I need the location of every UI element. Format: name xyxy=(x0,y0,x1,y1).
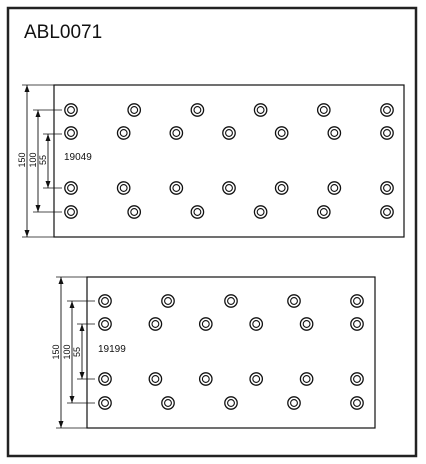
arrow-head xyxy=(24,85,30,92)
rivet-hole xyxy=(98,317,112,331)
rivet-hole xyxy=(148,317,163,331)
rivet-hole xyxy=(327,181,342,195)
rivet-hole xyxy=(64,181,78,195)
arrow-head xyxy=(35,205,41,212)
arrow-head xyxy=(69,396,75,403)
dimension-label-55: 55 xyxy=(38,155,48,165)
rivet-hole xyxy=(350,317,364,331)
rivet-hole xyxy=(253,205,268,219)
rivet-hole xyxy=(287,396,301,410)
arrow-head xyxy=(45,134,51,141)
rivet-hole xyxy=(64,126,78,140)
rivet-hole xyxy=(116,126,131,140)
rivet-hole xyxy=(299,372,314,386)
dimension-label-150: 150 xyxy=(51,344,61,359)
part-number-label: 19199 xyxy=(98,344,126,355)
rivet-hole xyxy=(116,181,131,195)
rivet-hole xyxy=(287,294,301,308)
brake-lining-plate-19049: 150 100 55 19049 xyxy=(17,84,405,238)
arrow-head xyxy=(45,181,51,188)
rivet-hole xyxy=(161,294,175,308)
rivet-hole xyxy=(299,317,314,331)
arrow-head xyxy=(69,301,75,308)
rivet-hole xyxy=(169,126,184,140)
rivet-hole xyxy=(161,396,175,410)
rivet-hole xyxy=(64,205,78,219)
rivet-hole xyxy=(350,372,364,386)
arrow-head xyxy=(24,230,30,237)
brake-lining-plate-19199: 150 100 55 19199 xyxy=(51,276,376,429)
rivet-hole xyxy=(253,103,268,117)
dimension-lines: 150 100 55 xyxy=(51,276,95,429)
arrow-head xyxy=(79,372,85,379)
dimension-label-100: 100 xyxy=(28,152,38,167)
rivet-hole xyxy=(127,205,142,219)
rivet-hole xyxy=(190,205,205,219)
arrow-head xyxy=(79,324,85,331)
arrow-head xyxy=(58,421,64,428)
rivet-hole xyxy=(380,126,394,140)
rivet-hole xyxy=(98,396,112,410)
dimension-label-100: 100 xyxy=(62,344,72,359)
rivet-hole xyxy=(249,317,264,331)
dimension-lines: 150 100 55 xyxy=(17,84,62,238)
rivet-hole xyxy=(190,103,205,117)
plate-outline xyxy=(53,84,405,238)
rivet-hole xyxy=(249,372,264,386)
rivet-hole xyxy=(350,294,364,308)
rivet-hole xyxy=(127,103,142,117)
part-number-label: 19049 xyxy=(64,152,92,163)
rivet-hole xyxy=(198,372,213,386)
rivet-hole xyxy=(222,126,236,140)
rivet-hole xyxy=(380,205,394,219)
rivet-hole xyxy=(274,126,289,140)
arrow-head xyxy=(35,110,41,117)
rivet-holes xyxy=(98,294,364,410)
rivet-hole xyxy=(98,372,112,386)
rivet-hole xyxy=(98,294,112,308)
arrow-head xyxy=(58,277,64,284)
rivet-hole xyxy=(316,103,331,117)
rivet-hole xyxy=(274,181,289,195)
rivet-hole xyxy=(148,372,163,386)
rivet-hole xyxy=(198,317,213,331)
rivet-hole xyxy=(64,103,78,117)
rivet-hole xyxy=(224,294,238,308)
rivet-holes xyxy=(64,103,394,219)
rivet-hole xyxy=(380,181,394,195)
dimension-label-55: 55 xyxy=(72,347,82,357)
rivet-hole xyxy=(350,396,364,410)
rivet-hole xyxy=(316,205,331,219)
drawing-frame xyxy=(6,6,418,458)
rivet-hole xyxy=(169,181,184,195)
rivet-hole xyxy=(327,126,342,140)
rivet-hole xyxy=(380,103,394,117)
rivet-hole xyxy=(224,396,238,410)
rivet-hole xyxy=(222,181,236,195)
dimension-label-150: 150 xyxy=(17,152,27,167)
drawing-title: ABL0071 xyxy=(24,22,102,43)
